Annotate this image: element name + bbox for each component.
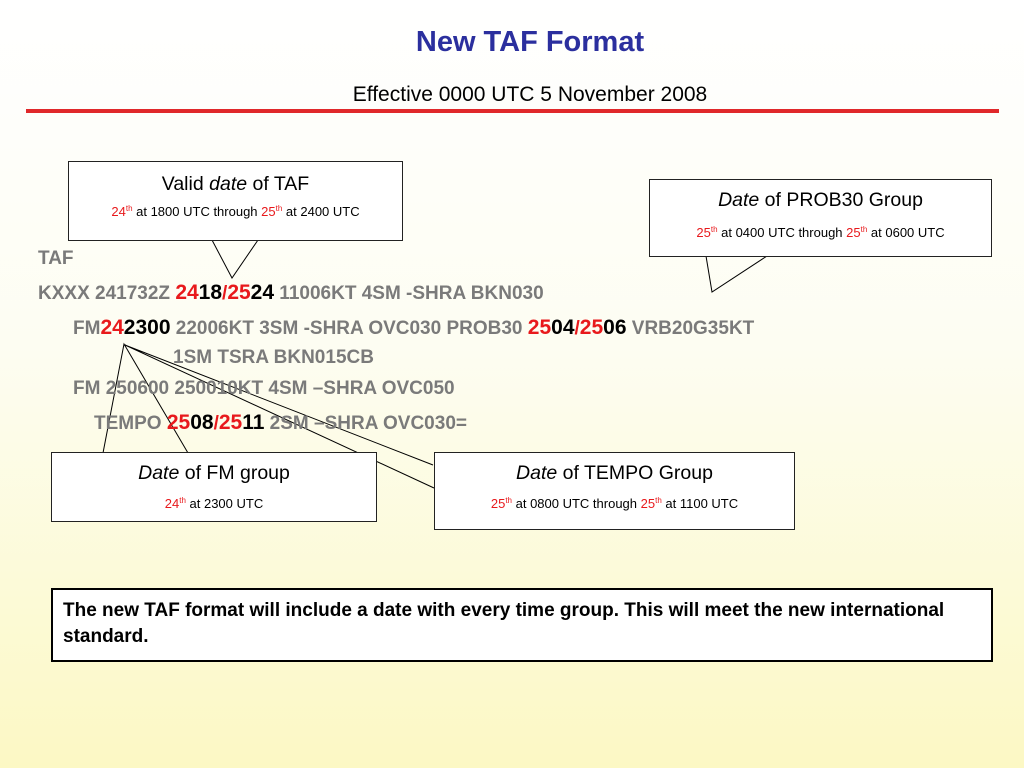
ordinal-suffix: th [125,204,133,213]
fm-heading: Date of FM group [52,462,376,485]
ordinal-suffix: th [275,204,283,213]
date-red: 25 [846,225,861,240]
taf-date-red: 24 [100,316,124,339]
title-divider [26,109,999,113]
detail-text: at 1100 UTC [661,496,739,511]
date-red: 25 [490,496,506,511]
detail-text: at 2300 UTC [185,496,264,511]
taf-date-red: 25 [227,281,251,304]
taf-line-tempo: TEMPO 2508/2511 2SM –SHRA OVC030= [94,411,467,435]
date-red: 24 [164,496,180,511]
taf-slash: / [222,283,228,304]
heading-text: of FM group [179,462,290,484]
heading-text: of TAF [247,173,310,195]
detail-text: at 2400 UTC [282,204,360,219]
taf-line-main: KXXX 241732Z 2418/2524 11006KT 4SM -SHRA… [38,281,544,305]
prob-callout-line [705,255,768,293]
taf-hour: 18 [198,281,223,304]
ordinal-suffix: th [655,496,662,505]
taf-date-red: 25 [579,316,604,339]
date-red: 25 [261,204,276,219]
taf-hour: 11 [242,411,265,434]
taf-text: FM [73,318,101,339]
detail-text: at 1800 UTC through [132,204,262,219]
valid-callout-line [211,239,259,279]
taf-date-red: 25 [166,411,191,434]
taf-hour: 06 [603,316,627,339]
fm-detail: 24th at 2300 UTC [52,496,376,511]
taf-line-fm1: FM242300 22006KT 3SM -SHRA OVC030 PROB30… [73,316,754,340]
standard-note: The new TAF format will include a date w… [51,588,993,662]
date-red: 24 [111,204,126,219]
taf-text: VRB20G35KT [626,318,755,339]
tempo-detail: 25th at 0800 UTC through 25th at 1100 UT… [435,496,794,511]
heading-text: Valid [161,173,210,195]
prob30-heading: Date of PROB30 Group [650,189,991,212]
detail-text: at 0600 UTC [867,225,945,240]
taf-hour: 04 [551,316,575,339]
taf-text: KXXX 241732Z [38,283,176,304]
ordinal-suffix: th [860,225,868,234]
ordinal-suffix: th [505,496,512,505]
date-red: 25 [696,225,711,240]
tempo-date-callout: Date of TEMPO Group 25th at 0800 UTC thr… [434,452,795,530]
valid-date-detail: 24th at 1800 UTC through 25th at 2400 UT… [69,204,402,219]
fm-date-callout: Date of FM group 24th at 2300 UTC [51,452,377,522]
valid-date-callout: Valid date of TAF 24th at 1800 UTC throu… [68,161,403,241]
taf-line-fm1-cont: 1SM TSRA BKN015CB [173,347,374,368]
heading-emphasis: Date [138,462,180,484]
heading-text: of PROB30 Group [759,189,923,211]
taf-line-fm2: FM 250600 250010KT 4SM –SHRA OVC050 [73,378,455,399]
prob30-date-callout: Date of PROB30 Group 25th at 0400 UTC th… [649,179,992,257]
taf-date-red: 25 [218,411,243,434]
detail-text: at 0400 UTC through [717,225,847,240]
valid-date-heading: Valid date of TAF [69,173,402,196]
taf-slash: / [574,318,580,339]
fm-callout-line [102,342,189,454]
tempo-heading: Date of TEMPO Group [435,462,794,485]
taf-hour: 2300 [123,316,171,339]
taf-hour: 08 [190,411,214,434]
prob30-detail: 25th at 0400 UTC through 25th at 0600 UT… [650,225,991,240]
heading-emphasis: date [209,173,248,195]
tempo-callout-line [124,344,435,489]
slide-subtitle: Effective 0000 UTC 5 November 2008 [352,83,708,106]
heading-emphasis: Date [718,189,760,211]
taf-text: 2SM –SHRA OVC030= [264,413,467,434]
taf-slash: / [213,413,219,434]
taf-hour: 24 [250,281,275,304]
heading-emphasis: Date [516,462,558,484]
date-red: 25 [640,496,656,511]
ordinal-suffix: th [179,496,186,505]
slide-title: New TAF Format [415,26,645,58]
heading-text: of TEMPO Group [557,462,713,484]
taf-text: TEMPO [94,413,167,434]
ordinal-suffix: th [710,225,718,234]
detail-text: at 0800 UTC through [512,496,641,511]
taf-text: 22006KT 3SM -SHRA OVC030 PROB30 [170,318,528,339]
taf-date-red: 24 [175,281,199,304]
taf-text: 11006KT 4SM -SHRA BKN030 [274,283,544,304]
taf-date-red: 25 [527,316,552,339]
taf-line-header: TAF [38,248,74,269]
